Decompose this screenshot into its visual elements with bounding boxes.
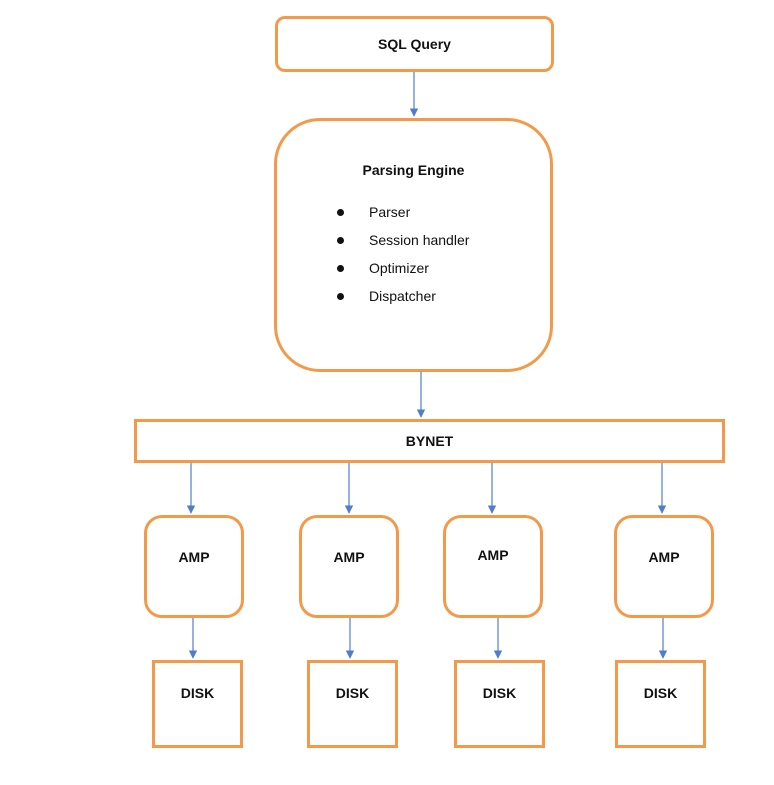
disk-label: DISK [335, 685, 370, 701]
component-label-dispatcher: Dispatcher [369, 288, 436, 304]
sql-query-label: SQL Query [378, 36, 451, 52]
bullet-icon [337, 237, 344, 244]
amp-box-4: AMP [614, 515, 714, 618]
disk-label: DISK [643, 685, 678, 701]
bullet-icon [337, 209, 344, 216]
list-item: Parser [337, 198, 469, 226]
bullet-icon [337, 293, 344, 300]
amp-box-3: AMP [443, 515, 543, 618]
amp-box-2: AMP [299, 515, 399, 618]
disk-box-2: DISK [307, 660, 398, 748]
bynet-box: BYNET [134, 419, 725, 463]
disk-box-1: DISK [152, 660, 243, 748]
amp-label: AMP [178, 548, 210, 565]
sql-query-box: SQL Query [275, 16, 554, 72]
amp-label: AMP [477, 546, 509, 563]
component-label-parser: Parser [369, 204, 411, 220]
amp-box-1: AMP [144, 515, 244, 618]
amp-label: AMP [333, 548, 365, 565]
bynet-label: BYNET [405, 433, 454, 449]
component-label-optimizer: Optimizer [369, 260, 429, 276]
amp-label: AMP [648, 548, 680, 565]
list-item: Dispatcher [337, 282, 469, 310]
parsing-engine-component-list: Parser Session handler Optimizer Dispatc… [277, 198, 469, 310]
disk-box-3: DISK [454, 660, 545, 748]
parsing-engine-title: Parsing Engine [362, 162, 465, 178]
bullet-icon [337, 265, 344, 272]
list-item: Optimizer [337, 254, 469, 282]
disk-box-4: DISK [615, 660, 706, 748]
list-item: Session handler [337, 226, 469, 254]
component-label-session-handler: Session handler [369, 232, 470, 248]
disk-label: DISK [180, 685, 215, 701]
disk-label: DISK [482, 685, 517, 701]
parsing-engine-box: Parsing Engine Parser Session handler Op… [274, 118, 553, 372]
